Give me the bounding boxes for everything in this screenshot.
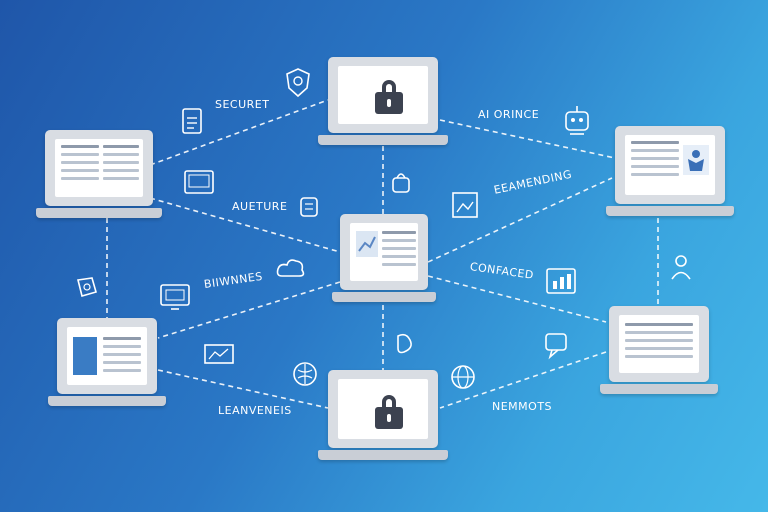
chart-icon: [546, 268, 576, 294]
handshake-icon: [397, 333, 412, 354]
brain-icon: [293, 362, 317, 386]
document-chart-icon: [356, 231, 378, 257]
monitor-icon: [160, 284, 190, 310]
person-figure-icon: [683, 145, 709, 175]
bag-icon: [392, 173, 410, 193]
label-leanvenes: LEANVENEIS: [218, 404, 292, 417]
cloud-icon: [276, 259, 305, 277]
laptop-center: [332, 214, 436, 306]
link-top-left: [149, 99, 329, 166]
laptop-left-top: [36, 130, 162, 220]
link-lowright-bottom: [439, 351, 607, 409]
link-center-lowleft: [157, 281, 341, 339]
laptop-top-locked: [318, 57, 448, 147]
laptop-bottom-locked: [318, 370, 448, 462]
robot-icon: [565, 106, 589, 135]
laptop-left-low: [48, 318, 166, 408]
sidebar-block: [73, 337, 97, 375]
link-right-center: [427, 177, 613, 263]
lock-icon: [375, 395, 403, 429]
link-left-center: [149, 197, 341, 253]
label-ai-orince: AI ORINCE: [478, 108, 540, 121]
chat-icon: [545, 333, 567, 360]
link-center-lowright: [427, 275, 607, 323]
label-securet: SECURET: [215, 98, 270, 111]
shield-icon: [286, 68, 310, 98]
document-icon: [182, 108, 202, 134]
label-nemmots: NEMMOTS: [492, 400, 553, 413]
label-aueture: AUETURE: [232, 200, 288, 213]
link-top-right: [439, 119, 616, 159]
presentation-icon: [204, 344, 234, 364]
person-icon: [671, 255, 691, 280]
laptop-right-top: [606, 126, 734, 218]
lock-icon: [375, 80, 403, 114]
picture-frame-icon: [452, 192, 478, 218]
gear-hand-icon: [300, 197, 318, 217]
globe-icon: [451, 365, 475, 389]
link-lowleft-bottom: [157, 369, 329, 409]
puzzle-icon: [77, 277, 97, 297]
tablet-icon: [184, 170, 214, 194]
laptop-right-low: [600, 306, 718, 396]
